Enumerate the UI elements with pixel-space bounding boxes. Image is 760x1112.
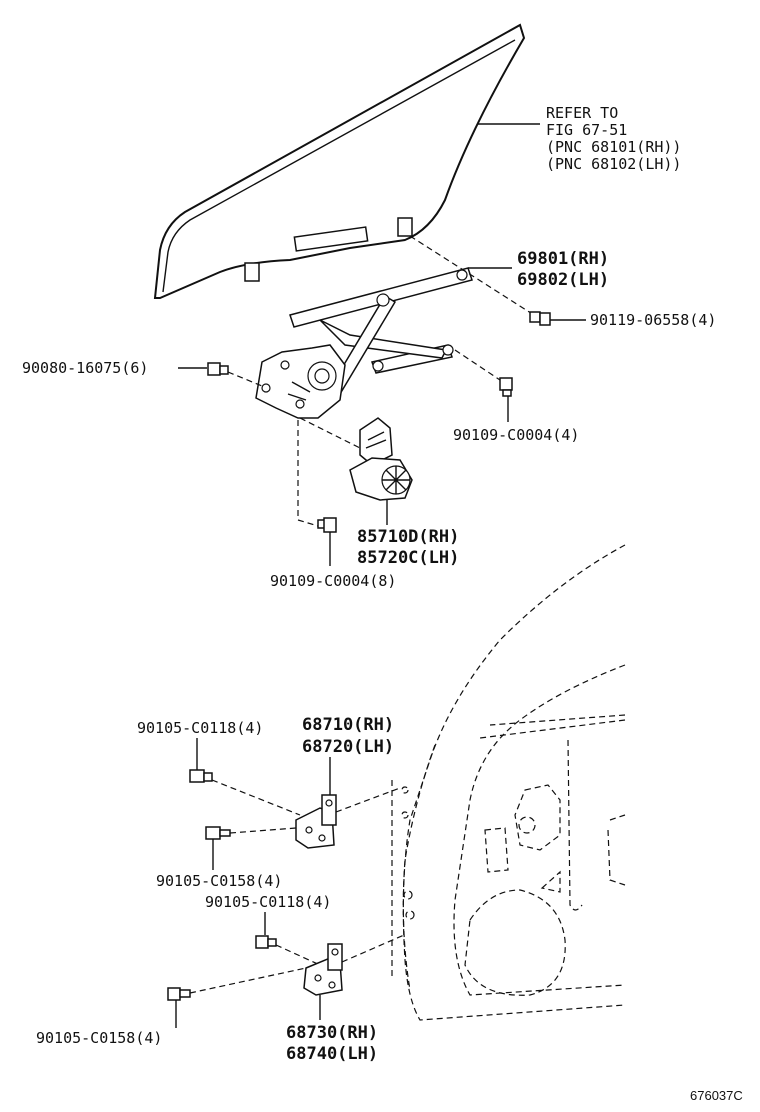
label-bolt-90109-b: 90109-C0004(8) bbox=[270, 572, 396, 590]
bolt-90119-icon bbox=[529, 311, 551, 326]
label-regulator-rh: 69801(RH) bbox=[517, 249, 609, 269]
bolt-90109-b-icon bbox=[317, 517, 337, 533]
refer-note-line1: REFER TO bbox=[546, 104, 618, 122]
bolt-90105-c0158-upper-icon bbox=[205, 826, 231, 840]
label-hinge-upper-lh: 68720(LH) bbox=[302, 737, 394, 757]
figure-code: 676037C bbox=[690, 1088, 743, 1103]
window-regulator[interactable] bbox=[255, 267, 473, 419]
door-hinge-upper[interactable] bbox=[295, 794, 337, 849]
label-motor-rh: 85710D(RH) bbox=[357, 527, 459, 547]
refer-note-line4: (PNC 68102(LH)) bbox=[546, 155, 681, 173]
door-hinge-lower[interactable] bbox=[303, 943, 343, 996]
label-hinge-lower-rh: 68730(RH) bbox=[286, 1023, 378, 1043]
bolt-90105-c0118-lower-icon bbox=[255, 935, 277, 949]
label-hinge-lower-lh: 68740(LH) bbox=[286, 1044, 378, 1064]
window-motor[interactable] bbox=[349, 417, 413, 501]
label-bolt-90109-a: 90109-C0004(4) bbox=[453, 426, 579, 444]
door-glass[interactable] bbox=[153, 23, 526, 299]
bolt-90105-c0158-lower-icon bbox=[167, 987, 191, 1001]
label-bolt-90105-c0118-lower: 90105-C0118(4) bbox=[205, 893, 331, 911]
label-bolt-90119: 90119-06558(4) bbox=[590, 311, 716, 329]
label-regulator-lh: 69802(LH) bbox=[517, 270, 609, 290]
refer-note-line2: FIG 67-51 bbox=[546, 121, 627, 139]
label-bolt-90080: 90080-16075(6) bbox=[22, 359, 148, 377]
label-bolt-90105-c0118-upper: 90105-C0118(4) bbox=[137, 719, 263, 737]
door-body-outline bbox=[391, 544, 626, 1021]
label-hinge-upper-rh: 68710(RH) bbox=[302, 715, 394, 735]
bolt-90105-c0118-upper-icon bbox=[189, 769, 213, 783]
bolt-90109-a-icon bbox=[499, 377, 513, 397]
label-motor-lh: 85720C(LH) bbox=[357, 548, 459, 568]
refer-note-line3: (PNC 68101(RH)) bbox=[546, 138, 681, 156]
label-bolt-90105-c0158-lower: 90105-C0158(4) bbox=[36, 1029, 162, 1047]
label-bolt-90105-c0158-upper: 90105-C0158(4) bbox=[156, 872, 282, 890]
bolt-90080-icon bbox=[207, 362, 229, 376]
